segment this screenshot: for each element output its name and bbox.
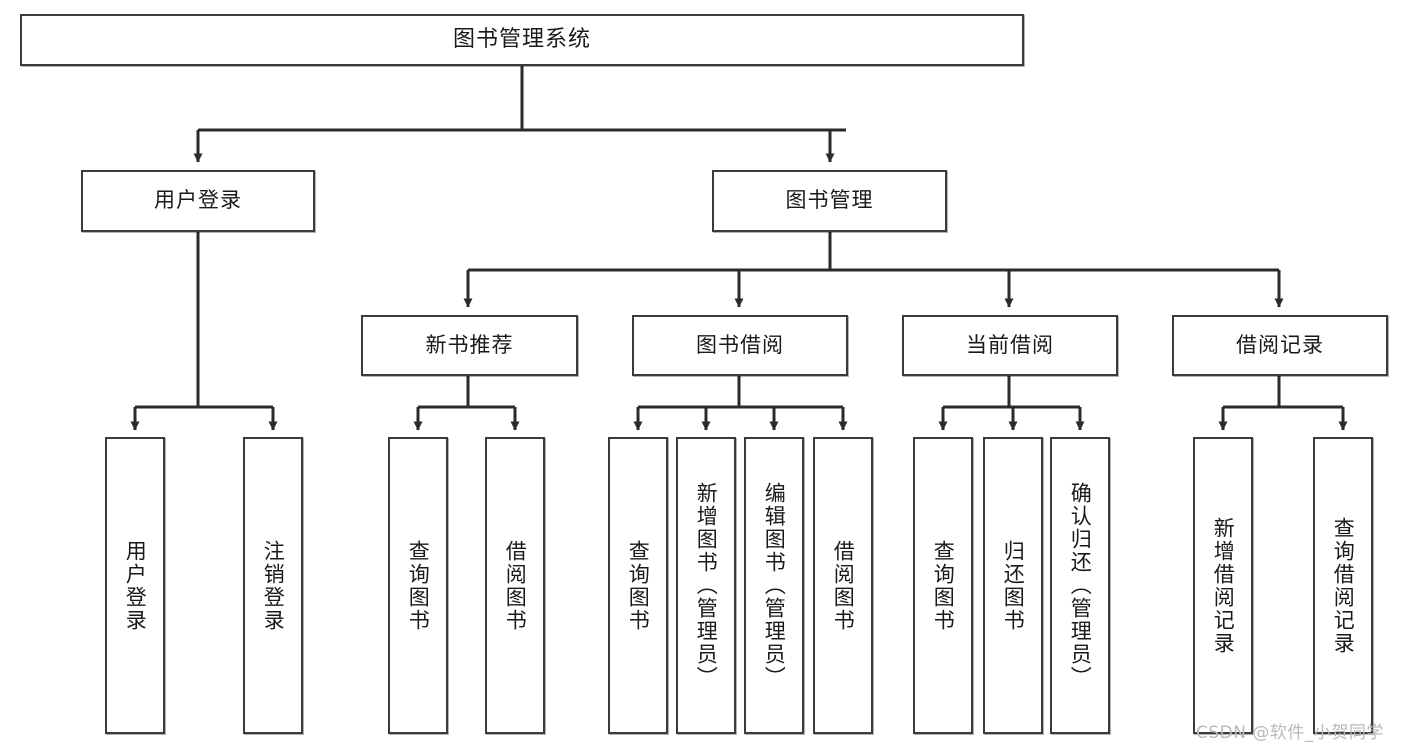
leaf-logout-label: 注销登录: [261, 539, 286, 632]
node-book-borrow-label: 图书借阅: [696, 332, 784, 357]
leaf-add-book-admin-label: 新增图书（管理员）: [694, 482, 719, 689]
leaf-query-borrow-record-label: 查询借阅记录: [1331, 516, 1356, 655]
leaf-add-book-admin[interactable]: 新增图书（管理员）: [676, 437, 736, 734]
leaf-confirm-return-admin-label: 确认归还（管理员）: [1068, 482, 1093, 689]
leaf-query-book-rec[interactable]: 查询图书: [388, 437, 448, 734]
node-user-login[interactable]: 用户登录: [81, 170, 315, 232]
node-user-login-label: 用户登录: [154, 188, 242, 213]
leaf-borrow-book-rec-label: 借阅图书: [503, 539, 528, 632]
node-book-management[interactable]: 图书管理: [712, 170, 947, 232]
node-new-book-recommend[interactable]: 新书推荐: [361, 315, 578, 376]
leaf-add-borrow-record-label: 新增借阅记录: [1211, 516, 1236, 655]
leaf-query-borrow-record[interactable]: 查询借阅记录: [1313, 437, 1373, 734]
leaf-query-book-rec-label: 查询图书: [406, 539, 431, 632]
node-book-borrow[interactable]: 图书借阅: [632, 315, 848, 376]
leaf-edit-book-admin-label: 编辑图书（管理员）: [762, 482, 787, 689]
leaf-return-book[interactable]: 归还图书: [983, 437, 1043, 734]
node-root-label: 图书管理系统: [452, 26, 591, 52]
leaf-edit-book-admin[interactable]: 编辑图书（管理员）: [744, 437, 804, 734]
watermark: CSDN @软件_小贺同学: [1196, 723, 1384, 743]
node-current-borrow[interactable]: 当前借阅: [902, 315, 1118, 376]
node-new-book-recommend-label: 新书推荐: [425, 332, 514, 357]
leaf-add-borrow-record[interactable]: 新增借阅记录: [1193, 437, 1253, 734]
node-root[interactable]: 图书管理系统: [20, 14, 1024, 66]
leaf-query-book-borrow-label: 查询图书: [626, 539, 651, 632]
leaf-query-book-current[interactable]: 查询图书: [913, 437, 973, 734]
leaf-user-login-label: 用户登录: [123, 539, 148, 632]
leaf-borrow-book-rec[interactable]: 借阅图书: [485, 437, 545, 734]
leaf-query-book-borrow[interactable]: 查询图书: [608, 437, 668, 734]
leaf-logout[interactable]: 注销登录: [243, 437, 303, 734]
leaf-query-book-current-label: 查询图书: [931, 539, 956, 632]
leaf-borrow-book-borrow-label: 借阅图书: [831, 539, 856, 632]
node-borrow-record-label: 借阅记录: [1236, 332, 1324, 357]
leaf-confirm-return-admin[interactable]: 确认归还（管理员）: [1050, 437, 1110, 734]
leaf-return-book-label: 归还图书: [1001, 539, 1026, 632]
node-book-management-label: 图书管理: [785, 188, 874, 213]
node-current-borrow-label: 当前借阅: [966, 332, 1054, 357]
leaf-user-login[interactable]: 用户登录: [105, 437, 165, 734]
node-borrow-record[interactable]: 借阅记录: [1172, 315, 1388, 376]
leaf-borrow-book-borrow[interactable]: 借阅图书: [813, 437, 873, 734]
